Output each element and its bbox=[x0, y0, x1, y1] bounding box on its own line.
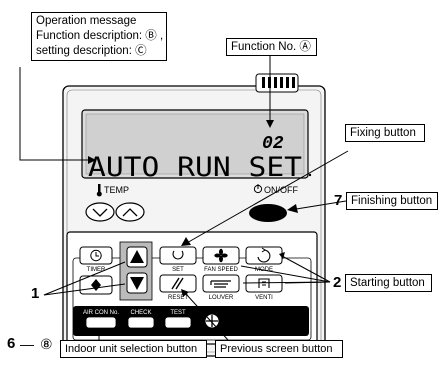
step-8-number: ⑧ bbox=[40, 336, 53, 352]
updown-arrow-column bbox=[119, 241, 153, 301]
test-button[interactable] bbox=[164, 316, 192, 329]
mode-button[interactable] bbox=[245, 246, 283, 265]
vent-grille bbox=[255, 73, 299, 93]
temp-up-button[interactable] bbox=[115, 202, 145, 222]
fan-icon bbox=[214, 248, 228, 263]
onoff-button[interactable] bbox=[249, 204, 287, 222]
reset-icon bbox=[171, 277, 184, 290]
timer-label: TIMER bbox=[87, 267, 106, 273]
test-label: TEST bbox=[170, 310, 186, 316]
clock-icon bbox=[90, 249, 102, 262]
operation-message-line-3: setting description: Ⓒ bbox=[36, 45, 147, 57]
power-icon bbox=[253, 184, 263, 194]
lcd-display: 02 AUTO RUN SET bbox=[81, 109, 309, 183]
temp-down-button[interactable] bbox=[85, 202, 115, 222]
air-con-no-button[interactable] bbox=[85, 316, 117, 329]
lcd-function-number: 02 bbox=[262, 134, 284, 154]
function-no-callout: Function No. Ⓐ bbox=[226, 38, 317, 56]
set-label: SET bbox=[172, 267, 184, 273]
leader-lines bbox=[19, 56, 349, 342]
arrow-down-button[interactable] bbox=[126, 272, 148, 294]
step-dash: — bbox=[20, 336, 34, 352]
louver-icon bbox=[210, 280, 231, 288]
venti-button[interactable] bbox=[245, 274, 283, 293]
chevron-up-icon bbox=[122, 208, 138, 217]
triangle-up-icon bbox=[130, 250, 144, 263]
thermometer-icon bbox=[96, 184, 102, 197]
fan-speed-label: FAN SPEED bbox=[204, 267, 238, 273]
venti-icon bbox=[258, 278, 270, 288]
indoor-unit-selection-callout: Indoor unit selection button bbox=[60, 340, 207, 358]
fixing-button-callout: Fixing button bbox=[345, 124, 425, 142]
lcd-message: AUTO RUN SET bbox=[88, 152, 302, 183]
louver-button[interactable] bbox=[202, 274, 240, 293]
step-7-number: 7 bbox=[334, 192, 343, 209]
set-button[interactable] bbox=[159, 246, 197, 265]
reset-button[interactable] bbox=[159, 274, 197, 293]
arrow-up-button[interactable] bbox=[126, 246, 148, 268]
air-con-no-label: AIR CON No. bbox=[83, 310, 119, 316]
cycle-icon bbox=[257, 249, 271, 263]
screw-icon bbox=[204, 313, 220, 329]
finishing-button-callout: Finishing button bbox=[346, 192, 438, 210]
check-button[interactable] bbox=[127, 316, 155, 329]
step-2-number: 2 bbox=[333, 274, 342, 291]
check-label: CHECK bbox=[130, 310, 151, 316]
triangle-down-icon bbox=[130, 277, 144, 290]
venti-label: VENTI bbox=[255, 295, 273, 301]
step-1-number: 1 bbox=[31, 285, 40, 302]
timer-button[interactable] bbox=[79, 246, 113, 265]
step-6-number: 6 bbox=[7, 335, 16, 352]
previous-screen-callout: Previous screen button bbox=[215, 340, 343, 358]
louver-label: LOUVER bbox=[209, 295, 234, 301]
fan-speed-button[interactable] bbox=[202, 246, 240, 265]
operation-message-line-1: Operation message bbox=[36, 15, 137, 27]
onoff-label: ON/OFF bbox=[264, 185, 298, 195]
reset-label: RESET bbox=[168, 295, 188, 301]
starting-button-callout: Starting button bbox=[345, 274, 432, 292]
operation-message-line-2: Function description: Ⓑ , bbox=[36, 30, 164, 42]
chevron-down-icon bbox=[92, 208, 108, 217]
operation-message-callout: Operation message Function description: … bbox=[31, 12, 167, 61]
set-icon bbox=[172, 250, 184, 260]
temp-label: TEMP bbox=[104, 185, 129, 195]
